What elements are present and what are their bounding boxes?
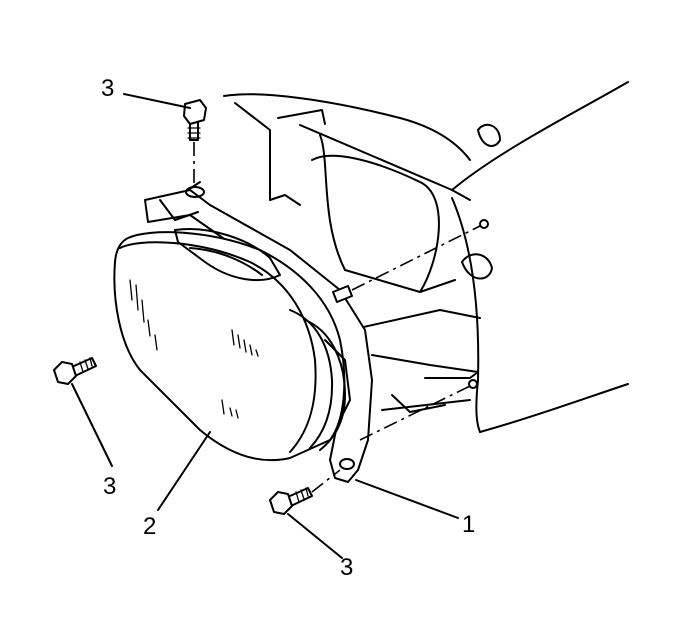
bolt-left (53, 357, 97, 385)
callout-bracket: 1 (462, 511, 476, 538)
callout-lamp-assembly: 2 (143, 513, 157, 540)
callout-bolt-bottom: 3 (340, 554, 354, 581)
leader-lines (71, 93, 459, 559)
bolt-bottom (269, 469, 341, 515)
stud-bolt (332, 219, 489, 441)
vehicle-fascia (223, 81, 629, 433)
bolt-top (183, 99, 207, 188)
callout-bolt-left: 3 (103, 473, 117, 500)
callout-bolt-top: 3 (101, 75, 115, 102)
lamp-assembly (113, 228, 351, 462)
